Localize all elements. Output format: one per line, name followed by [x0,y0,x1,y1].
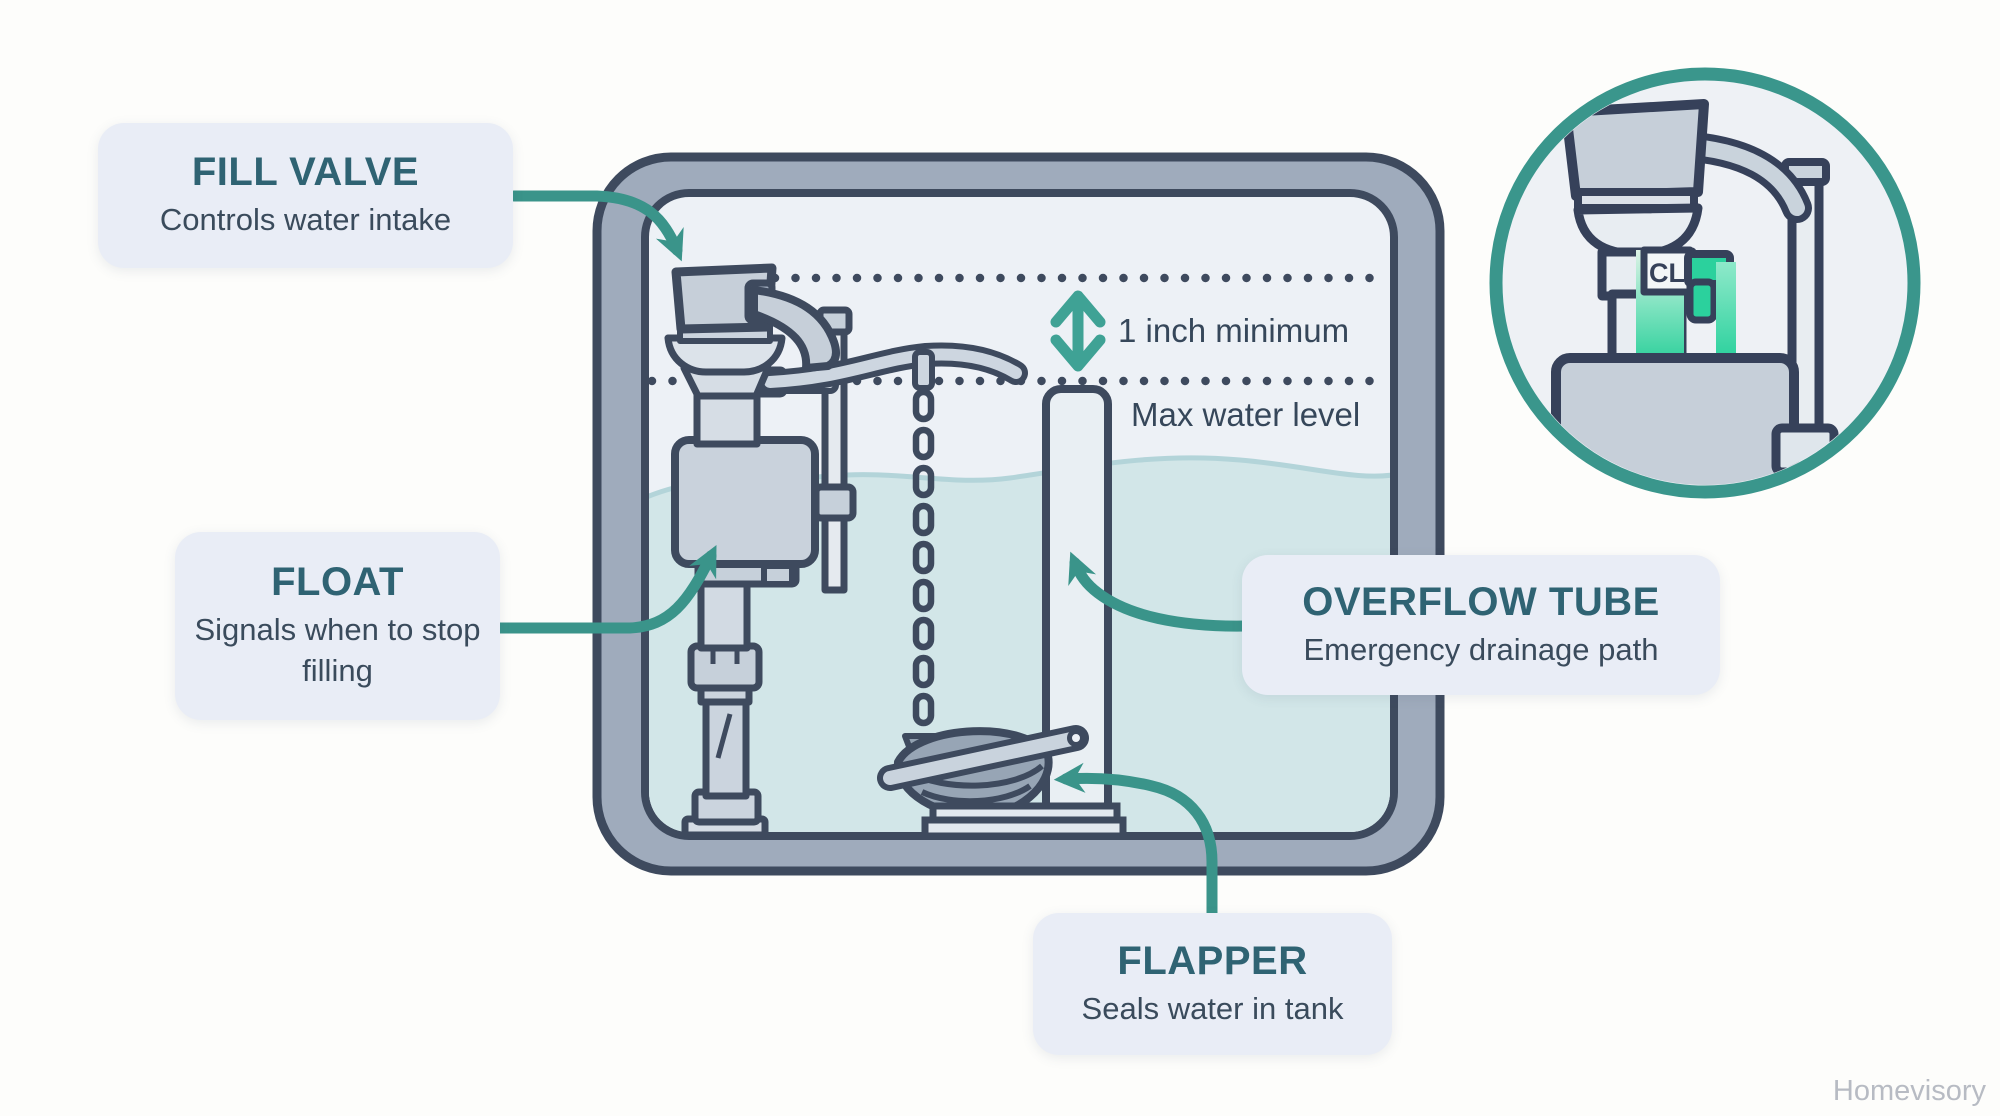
one-inch-measure-arrow [1050,290,1106,372]
valve-mid-shaft [697,578,751,652]
valve-spout [750,286,840,372]
gap-annotation: 1 inch minimum [1118,312,1350,349]
refill-rod-clamp [812,483,857,522]
valve-neck [693,390,761,448]
fill-valve-title: FILL VALVE [191,150,420,195]
flapper-assembly [877,725,1089,820]
flapper-lever-pivot [1067,729,1085,747]
inset-cl-text: CL [1649,258,1685,288]
valve-bowl [664,334,786,376]
inset-green-column-right [1716,262,1736,360]
fill-valve-pointer [508,190,684,262]
flapper-subtitle: Seals water in tank [1081,990,1344,1026]
lift-chain [912,388,935,727]
valve-collar [687,642,763,692]
valve-lower-shaft [702,696,750,800]
float-cup [671,436,819,568]
chain-connector [912,349,935,391]
fill-valve-assembly [664,263,1028,839]
overflow-tube-pointer [1068,551,1251,632]
float-label: FLOAT Signals when to stop filling [175,532,500,720]
float-title: FLOAT [271,560,404,605]
flapper-lever [883,731,1083,785]
flapper-label: FLAPPER Seals water in tank [1033,913,1392,1055]
callout-connectors [491,190,1251,920]
overflow-tube-subtitle: Emergency drainage path [1303,631,1659,667]
watermark: Homevisory [1832,1075,1986,1107]
flapper-pointer [1053,762,1218,920]
flapper-title: FLAPPER [1117,938,1308,983]
max-water-annotation: Max water level [1131,396,1361,433]
overflow-tube-title: OVERFLOW TUBE [1302,579,1660,624]
float-subtitle: Signals when to stop filling [194,612,481,688]
shaft-notch [715,713,733,759]
float-cup-tab [761,563,795,587]
inset-detail-circle: CL [1489,67,1921,499]
overflow-tube-label: OVERFLOW TUBE Emergency drainage path [1242,555,1720,695]
fill-valve-label: FILL VALVE Controls water intake [98,123,513,268]
flush-valve-pedestal [921,802,1127,840]
inset-green-elbow [1686,278,1718,324]
float-pointer [491,545,717,634]
fill-valve-subtitle: Controls water intake [159,202,452,238]
flapper-band-lower [920,783,1032,805]
